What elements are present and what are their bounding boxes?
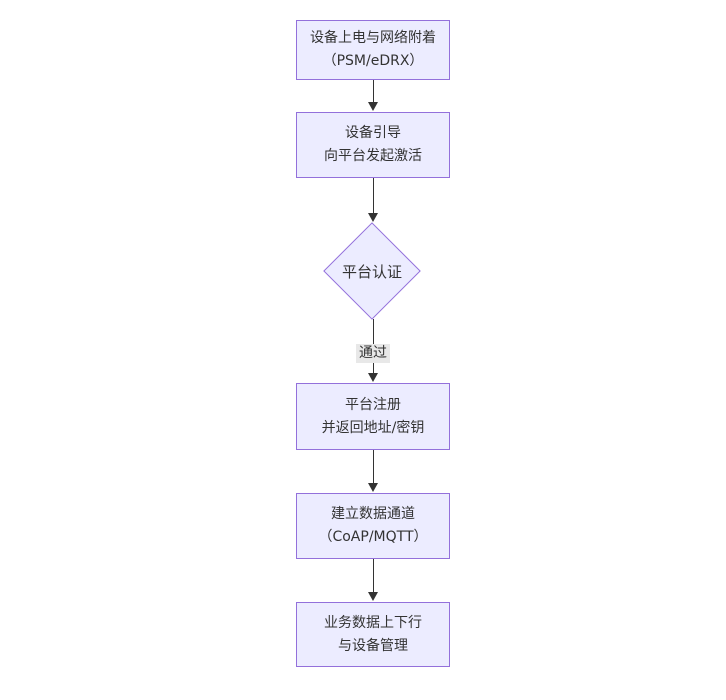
decision-platform-auth: 平台认证 xyxy=(322,222,422,320)
edge-label-pass: 通过 xyxy=(356,344,390,363)
node-bootstrap-line1: 设备引导 xyxy=(345,125,401,141)
node-data-channel-line1: 建立数据通道 xyxy=(331,506,415,522)
decision-platform-auth-label: 平台认证 xyxy=(341,262,402,281)
arrowhead-down-icon xyxy=(368,102,378,111)
arrow-shaft xyxy=(372,559,374,592)
arrowhead-down-icon xyxy=(368,592,378,601)
node-data-channel-line2: （CoAP/MQTT） xyxy=(318,529,428,545)
node-business-line2: 与设备管理 xyxy=(338,637,408,654)
node-bootstrap: 设备引导 向平台发起激活 xyxy=(296,112,450,178)
arrowhead-down-icon xyxy=(368,213,378,222)
node-bootstrap-line2: 向平台发起激活 xyxy=(324,148,422,164)
arrow-shaft xyxy=(372,178,374,213)
node-power-attach: 设备上电与网络附着 （PSM/eDRX） xyxy=(296,20,450,80)
node-business: 业务数据上下行 与设备管理 xyxy=(296,602,450,667)
node-register: 平台注册 并返回地址/密钥 xyxy=(296,383,450,450)
node-register-line2: 并返回地址/密钥 xyxy=(321,419,425,436)
node-power-attach-line1: 设备上电与网络附着 xyxy=(310,30,436,46)
arrow-power-to-bootstrap xyxy=(368,80,378,111)
node-data-channel: 建立数据通道 （CoAP/MQTT） xyxy=(296,493,450,559)
arrow-channel-to-business xyxy=(368,559,378,601)
arrow-shaft xyxy=(372,450,374,483)
arrow-shaft xyxy=(372,80,374,102)
node-register-line1: 平台注册 xyxy=(345,396,401,413)
arrow-register-to-channel xyxy=(368,450,378,492)
arrow-bootstrap-to-auth xyxy=(368,178,378,222)
arrowhead-down-icon xyxy=(368,483,378,492)
node-power-attach-line2: （PSM/eDRX） xyxy=(322,53,424,69)
node-business-line1: 业务数据上下行 xyxy=(324,614,422,631)
arrowhead-down-icon xyxy=(368,373,378,382)
